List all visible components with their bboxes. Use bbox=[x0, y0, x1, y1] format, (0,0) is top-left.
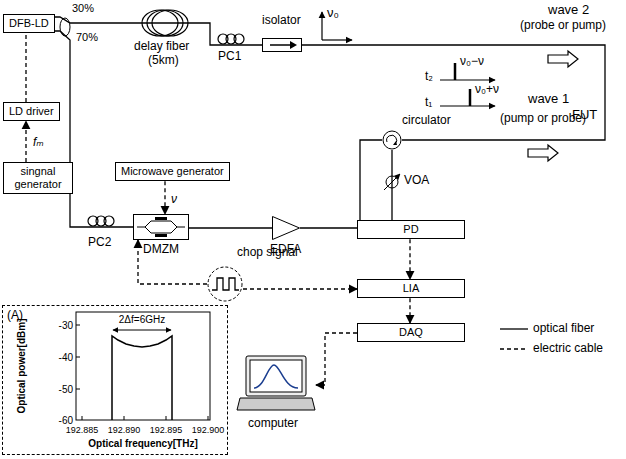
text-label: ν₀−ν bbox=[460, 55, 484, 69]
text-label: ν₀+ν bbox=[475, 83, 499, 97]
text-label: -40 bbox=[59, 352, 73, 364]
text-label: t₁ bbox=[425, 96, 432, 110]
isolator-symbol bbox=[262, 38, 302, 52]
text-label: PC2 bbox=[88, 236, 111, 250]
edge-label: ν bbox=[170, 193, 178, 206]
text-label: (probe or pump) bbox=[520, 19, 606, 33]
node-label: circulator bbox=[402, 114, 451, 128]
text-label: delay fiber bbox=[134, 40, 189, 54]
node-label: chop signal bbox=[237, 246, 298, 260]
text-label: 2Δf=6GHz bbox=[119, 314, 165, 326]
text-label: 70% bbox=[76, 31, 98, 44]
electric-cable bbox=[316, 333, 357, 385]
generator-box: Microwave generator bbox=[115, 162, 230, 181]
electric-cable bbox=[243, 288, 357, 289]
text-label: wave 1 bbox=[528, 92, 569, 107]
amplifier-triangle bbox=[272, 216, 300, 240]
amplifier-box: LIA bbox=[357, 279, 465, 298]
optical-fiber bbox=[189, 227, 272, 228]
text-label: (5km) bbox=[148, 54, 179, 68]
square-wave-symbol bbox=[207, 266, 243, 302]
text-label: wave 2 bbox=[548, 3, 589, 18]
node-label: DAQ bbox=[363, 326, 459, 339]
generator-box: singnal generator bbox=[3, 162, 73, 194]
optical-fiber bbox=[55, 31, 133, 227]
electric-cable bbox=[409, 239, 410, 279]
legend-sample bbox=[500, 329, 528, 349]
node-label: singnal generator bbox=[9, 165, 67, 191]
node-label: Microwave generator bbox=[121, 165, 224, 178]
electric-cable bbox=[25, 33, 26, 102]
text-label: 192.885 bbox=[66, 425, 99, 435]
text-label: PC1 bbox=[218, 50, 241, 64]
spectrum-marker bbox=[322, 12, 495, 106]
text-label: Optical power[dBm] bbox=[16, 318, 28, 413]
detector-box: PD bbox=[357, 220, 465, 239]
electric-cable bbox=[138, 240, 207, 284]
modulator-symbol bbox=[133, 214, 189, 240]
text-label: 192.890 bbox=[108, 425, 141, 435]
edge-label: fₘ bbox=[32, 136, 45, 149]
node-label: DMZM bbox=[143, 243, 179, 257]
optical-fiber bbox=[302, 45, 605, 140]
node-label: PD bbox=[363, 223, 459, 236]
electric-cable bbox=[409, 298, 410, 323]
laptop-icon bbox=[236, 355, 316, 413]
inset-spectrum-chart bbox=[76, 312, 210, 420]
text-label: (pump or probe) bbox=[500, 112, 586, 126]
text-label: Optical frequency[THz] bbox=[88, 438, 197, 450]
text-label: -60 bbox=[59, 415, 73, 427]
text-label: t₂ bbox=[425, 70, 433, 84]
legend-label: optical fiber bbox=[533, 322, 594, 336]
electric-cable bbox=[164, 181, 165, 214]
laser-box: DFB-LD bbox=[3, 14, 55, 33]
text-label: 192.900 bbox=[192, 425, 225, 435]
text-label: 192.895 bbox=[150, 425, 183, 435]
acquisition-box: DAQ bbox=[357, 323, 465, 342]
node-label: LD driver bbox=[9, 105, 54, 118]
text-label: 30% bbox=[72, 2, 94, 15]
text-label: -30 bbox=[59, 320, 73, 332]
polarization-controller bbox=[88, 34, 244, 226]
text-label: VOA bbox=[404, 174, 429, 188]
node-label: isolator bbox=[262, 14, 301, 28]
node-label: computer bbox=[248, 417, 298, 431]
electric-cable bbox=[25, 121, 26, 162]
driver-box: LD driver bbox=[3, 102, 60, 121]
text-label: ν₀ bbox=[327, 6, 339, 21]
circulator-symbol bbox=[382, 130, 402, 150]
optical-fiber bbox=[300, 140, 382, 228]
optical-fiber bbox=[391, 150, 392, 220]
wave-direction-arrow bbox=[528, 51, 578, 161]
node-label: DFB-LD bbox=[9, 17, 49, 30]
node-label: LIA bbox=[363, 282, 459, 295]
text-label: -50 bbox=[59, 384, 73, 396]
legend-label: electric cable bbox=[533, 342, 603, 356]
